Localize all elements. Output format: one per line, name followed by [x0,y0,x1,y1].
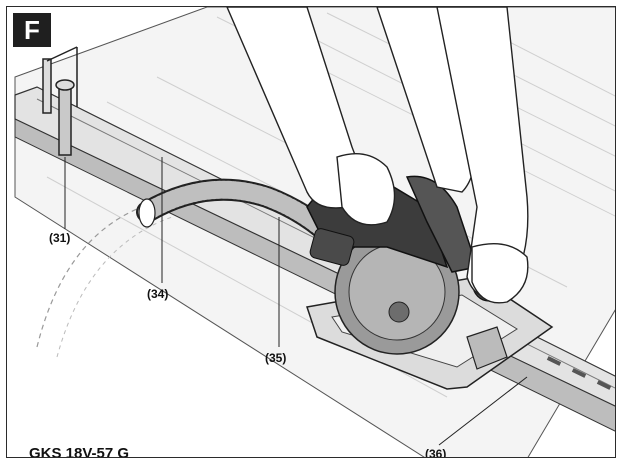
motion-arc [36,201,158,348]
handle [405,175,478,273]
rail-slots [546,356,612,390]
callout-36: (36) [425,447,447,458]
screw-clamp [42,46,78,156]
callout-34: (34) [147,287,169,301]
operator-hands [226,7,529,304]
model-designation: GKS 18V-57 G [29,445,130,458]
rail-adapter [466,326,508,370]
figure-frame: F (31) (34) (35) (36) GKS 18V-57 G [6,6,616,458]
figure-letter-badge: F [13,13,51,47]
leader-lines [64,157,528,446]
callout-31: (31) [49,231,71,245]
callout-35: (35) [265,351,287,365]
circular-saw-on-guide-rail-illustration [14,7,615,457]
